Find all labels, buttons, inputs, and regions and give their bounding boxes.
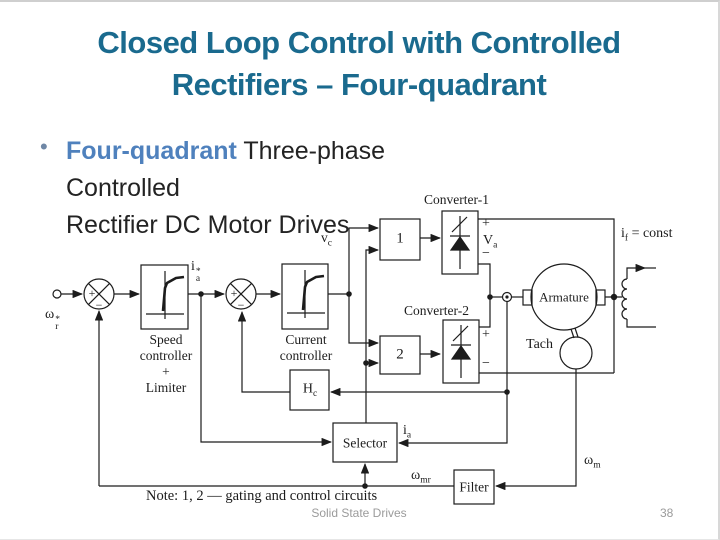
junction-dots bbox=[198, 291, 618, 489]
page-number: 38 bbox=[660, 506, 674, 520]
gating-2-label: 2 bbox=[396, 346, 404, 363]
bullet-highlight: Four-quadrant bbox=[66, 137, 237, 165]
current-controller-block bbox=[281, 263, 329, 330]
converter-1-label: Converter-1 bbox=[424, 192, 489, 207]
converter1-minus-mark: − bbox=[482, 246, 490, 261]
slide-title-line2: Rectifiers – Four-quadrant bbox=[171, 67, 547, 102]
if-const-label: if = const bbox=[621, 226, 673, 244]
speed-controller-block bbox=[140, 264, 189, 330]
diagram-note: Note: 1, 2 — gating and control circuits bbox=[146, 488, 378, 504]
bullet-text: Four-quadrant Three-phase Controlled Rec… bbox=[66, 133, 486, 244]
tach-label: Tach bbox=[526, 337, 554, 352]
current-feedback-hc-block bbox=[289, 369, 330, 411]
slide-title-line1: Closed Loop Control with Controlled bbox=[97, 25, 621, 60]
gating-circuit-1-block bbox=[379, 218, 421, 261]
reference-input-terminal bbox=[52, 289, 62, 299]
va-label: Va bbox=[483, 233, 498, 251]
converter2-minus-mark: − bbox=[482, 356, 490, 371]
bullet-marker: • bbox=[40, 134, 48, 159]
speed-controller-label: Speed controller + Limiter bbox=[139, 332, 193, 395]
current-controller-label: Current controller bbox=[279, 332, 333, 363]
gating-circuit-2-block bbox=[379, 335, 421, 375]
converter2-plus-mark: + bbox=[482, 327, 490, 342]
gating-1-label: 1 bbox=[396, 230, 404, 247]
converter-2-label: Converter-2 bbox=[404, 303, 469, 318]
omega-m-label: ωm bbox=[584, 453, 601, 471]
current-sensor bbox=[501, 291, 513, 303]
selector-block bbox=[332, 422, 398, 463]
armature-label: Armature bbox=[539, 289, 589, 305]
ia-ref-label: i*a bbox=[191, 259, 201, 284]
converter1-plus-mark: + bbox=[482, 216, 490, 231]
bullet-line1-rest: Three-phase Controlled bbox=[66, 137, 386, 202]
converter-2-block bbox=[442, 319, 480, 384]
footer-text: Solid State Drives bbox=[311, 506, 407, 520]
hc-label: Hc bbox=[302, 381, 318, 399]
diagram-wires bbox=[52, 210, 656, 505]
sum1-minus-sign: − bbox=[95, 298, 103, 312]
field-winding bbox=[621, 263, 656, 328]
tachometer bbox=[559, 327, 593, 370]
armature-motor bbox=[522, 263, 606, 331]
sum2-plus-sign: + bbox=[230, 286, 238, 300]
filter-block bbox=[453, 469, 495, 505]
sum1-plus-sign: + bbox=[88, 286, 96, 300]
slide-title: Closed Loop Control with Controlled Rect… bbox=[0, 22, 718, 106]
omega-ref-label: ω*r bbox=[45, 307, 60, 332]
sum2-minus-sign: − bbox=[237, 298, 245, 312]
omega-mr-label: ωmr bbox=[411, 468, 431, 486]
bullet-line1: Four-quadrant Three-phase Controlled bbox=[66, 133, 486, 207]
filter-label: Filter bbox=[459, 479, 489, 495]
ia-label: ia bbox=[403, 423, 412, 441]
selector-label: Selector bbox=[342, 435, 388, 451]
converter-1-block bbox=[441, 210, 479, 275]
vc-label: vc bbox=[321, 230, 332, 249]
bullet-line2: Rectifier DC Motor Drives bbox=[66, 211, 350, 239]
